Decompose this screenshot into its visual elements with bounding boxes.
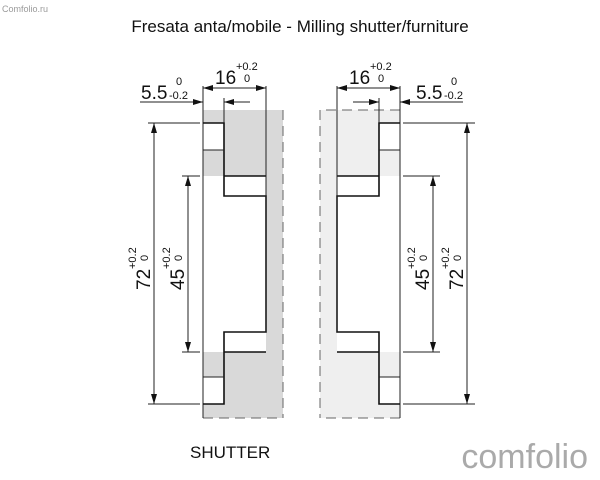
furniture-section bbox=[319, 86, 401, 419]
dim-depth-left: 5.5 0 -0.2 bbox=[141, 76, 188, 104]
svg-text:45: 45 bbox=[168, 269, 189, 290]
svg-text:16: 16 bbox=[349, 68, 370, 89]
svg-text:+0.2: +0.2 bbox=[236, 61, 258, 73]
shutter-section bbox=[202, 86, 284, 419]
svg-text:0: 0 bbox=[451, 76, 457, 88]
diagram-title: Fresata anta/mobile - Milling shutter/fu… bbox=[131, 17, 468, 36]
watermark-bottom: comfolio bbox=[461, 438, 588, 476]
svg-text:72: 72 bbox=[447, 269, 468, 290]
svg-text:45: 45 bbox=[413, 269, 434, 290]
dim-width-right: 16 +0.2 0 bbox=[349, 61, 392, 89]
svg-text:+0.2: +0.2 bbox=[440, 247, 452, 269]
svg-text:0: 0 bbox=[139, 255, 151, 261]
dim-depth-right: 5.5 0 -0.2 bbox=[416, 76, 463, 104]
svg-text:5.5: 5.5 bbox=[416, 83, 442, 104]
dim-outer-left: 72 +0.2 0 bbox=[127, 247, 155, 290]
svg-text:5.5: 5.5 bbox=[141, 83, 167, 104]
svg-text:0: 0 bbox=[452, 255, 464, 261]
dimension-lines bbox=[140, 85, 475, 405]
shutter-label: SHUTTER bbox=[190, 443, 270, 462]
shutter-shading bbox=[203, 110, 283, 418]
dim-width-left: 16 +0.2 0 bbox=[215, 61, 258, 89]
svg-text:+0.2: +0.2 bbox=[127, 247, 139, 269]
watermark-top: Comfolio.ru bbox=[2, 4, 48, 14]
svg-text:0: 0 bbox=[418, 255, 430, 261]
svg-text:-0.2: -0.2 bbox=[444, 90, 463, 102]
svg-text:+0.2: +0.2 bbox=[161, 247, 173, 269]
svg-text:0: 0 bbox=[173, 255, 185, 261]
dim-inner-left: 45 +0.2 0 bbox=[161, 247, 189, 290]
dim-inner-right: 45 +0.2 0 bbox=[406, 247, 434, 290]
svg-text:+0.2: +0.2 bbox=[406, 247, 418, 269]
svg-text:+0.2: +0.2 bbox=[370, 61, 392, 73]
svg-text:72: 72 bbox=[134, 269, 155, 290]
svg-text:0: 0 bbox=[176, 76, 182, 88]
svg-text:0: 0 bbox=[378, 73, 384, 85]
svg-text:-0.2: -0.2 bbox=[169, 90, 188, 102]
dim-outer-right: 72 +0.2 0 bbox=[440, 247, 468, 290]
svg-text:0: 0 bbox=[244, 73, 250, 85]
svg-text:16: 16 bbox=[215, 68, 236, 89]
